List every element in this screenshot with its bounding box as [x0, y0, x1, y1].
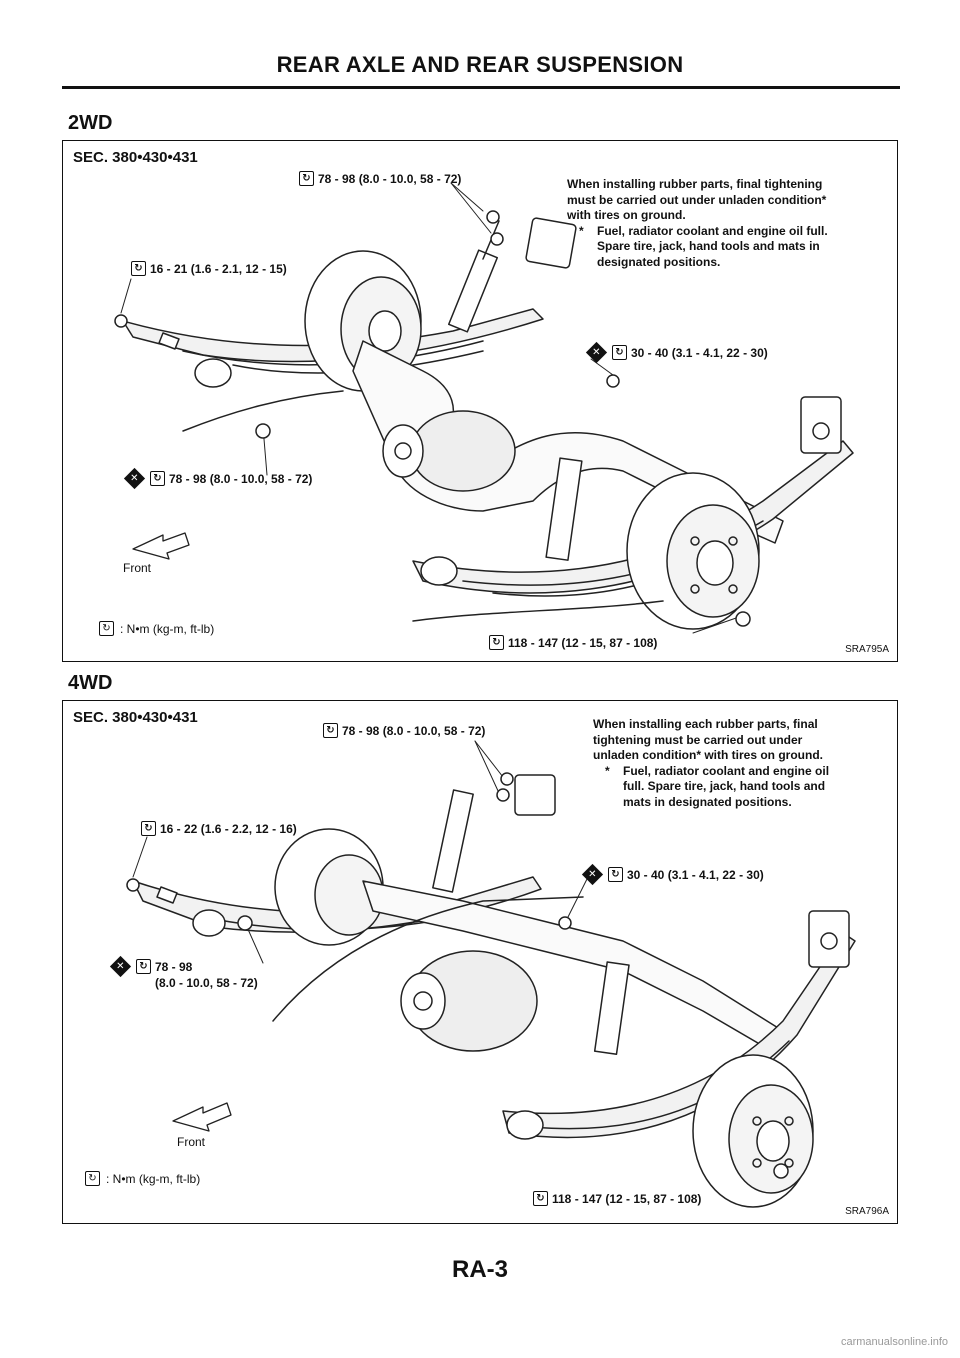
torque-value: 78 - 98 (8.0 - 10.0, 58 - 72)	[342, 723, 486, 738]
footnote: * Fuel, radiator coolant and engine oil	[593, 764, 829, 780]
torque-legend-2wd: ↻ : N•m (kg-m, ft-lb)	[99, 621, 214, 636]
note-line: tightening must be carried out under	[593, 732, 803, 747]
figure-code-4wd: SRA796A	[845, 1206, 889, 1217]
torque-wrench-icon: ↻	[136, 959, 151, 974]
torque-wrench-icon: ↻	[608, 867, 623, 882]
footnote-star: *	[605, 763, 610, 778]
torque-wrench-icon: ↻	[489, 635, 504, 650]
front-direction-label-2wd: Front	[123, 561, 152, 575]
torque-callout-wheel-nut-2wd: ↻ 118 - 147 (12 - 15, 87 - 108)	[489, 635, 657, 650]
installation-note-2wd: When installing rubber parts, final tigh…	[567, 177, 828, 270]
torque-value: 118 - 147 (12 - 15, 87 - 108)	[508, 635, 658, 650]
footnote-line: full. Spare tire, jack, hand tools and	[623, 779, 826, 793]
torque-callout-wheel-nut-4wd: ↻ 118 - 147 (12 - 15, 87 - 108)	[533, 1191, 701, 1206]
front-direction-label-4wd: Front	[177, 1135, 206, 1149]
diagram-panel-2wd: SEC. 380•430•431 ↻ 78 - 98 (8.0 - 10.0, …	[62, 140, 898, 662]
note-line: must be carried out under unladen condit…	[567, 192, 827, 207]
footnote-line: designated positions.	[597, 254, 721, 269]
figure-code-2wd: SRA795A	[845, 644, 889, 655]
torque-value: 16 - 21 (1.6 - 2.1, 12 - 15)	[150, 261, 287, 276]
do-not-reuse-icon: ✕	[109, 955, 132, 978]
torque-value: 30 - 40 (3.1 - 4.1, 22 - 30)	[627, 867, 764, 882]
do-not-reuse-icon: ✕	[123, 467, 146, 490]
legend-text: : N•m (kg-m, ft-lb)	[120, 621, 215, 636]
torque-callout-shock-lower-2wd: ↻ 16 - 21 (1.6 - 2.1, 12 - 15)	[131, 261, 287, 276]
torque-value: 78 - 98 (8.0 - 10.0, 58 - 72)	[318, 171, 462, 186]
watermark: carmanualsonline.info	[840, 1336, 948, 1348]
torque-value: 16 - 22 (1.6 - 2.2, 12 - 16)	[160, 821, 297, 836]
note-line: with tires on ground.	[567, 208, 686, 222]
torque-legend-4wd: ↻ : N•m (kg-m, ft-lb)	[85, 1171, 200, 1186]
do-not-reuse-icon: ✕	[585, 341, 608, 364]
torque-wrench-icon: ↻	[99, 621, 114, 636]
note-line: When installing rubber parts, final tigh…	[567, 177, 823, 191]
torque-callout-ubolt-nut-2wd: ✕ ↻ 30 - 40 (3.1 - 4.1, 22 - 30)	[585, 341, 768, 364]
footnote-line: mats in designated positions.	[623, 794, 792, 809]
torque-value: 78 - 98 (8.0 - 10.0, 58 - 72)	[169, 471, 313, 486]
footnote-star: *	[579, 223, 584, 238]
torque-wrench-icon: ↻	[299, 171, 314, 186]
diagram-panel-4wd: SEC. 380•430•431 ↻ 78 - 98 (8.0 - 10.0, …	[62, 700, 898, 1224]
note-line: unladen condition* with tires on ground.	[593, 748, 823, 762]
page-header: REAR AXLE AND REAR SUSPENSION	[276, 52, 684, 77]
do-not-reuse-icon: ✕	[581, 863, 604, 886]
torque-callout-shock-upper-4wd: ↻ 78 - 98 (8.0 - 10.0, 58 - 72)	[323, 723, 485, 738]
footnote-line: Spare tire, jack, hand tools and mats in	[597, 239, 820, 253]
torque-wrench-icon: ↻	[323, 723, 338, 738]
rear-axle-illustration-2wd	[114, 182, 854, 634]
torque-value: 118 - 147 (12 - 15, 87 - 108)	[552, 1191, 702, 1206]
torque-value: 30 - 40 (3.1 - 4.1, 22 - 30)	[631, 345, 768, 360]
torque-callout-ubolt-nut-4wd: ✕ ↻ 30 - 40 (3.1 - 4.1, 22 - 30)	[581, 863, 764, 886]
torque-callout-spring-bolt-2wd: ✕ ↻ 78 - 98 (8.0 - 10.0, 58 - 72)	[123, 467, 313, 490]
section-code-4wd: SEC. 380•430•431	[73, 709, 198, 726]
torque-callout-spring-bolt-4wd: ✕ ↻ 78 - 98 (8.0 - 10.0, 58 - 72)	[109, 955, 258, 991]
torque-wrench-icon: ↻	[85, 1171, 100, 1186]
section-heading-2wd: 2WD	[68, 112, 113, 134]
installation-note-4wd: When installing each rubber parts, final…	[593, 717, 829, 810]
legend-text: : N•m (kg-m, ft-lb)	[106, 1171, 201, 1186]
rear-axle-illustration-4wd	[126, 740, 856, 1208]
footnote: * Fuel, radiator coolant and engine oil f…	[567, 224, 828, 240]
footnote-line: Fuel, radiator coolant and engine oil	[623, 763, 830, 778]
torque-value: 78 - 98	[155, 960, 193, 974]
torque-wrench-icon: ↻	[612, 345, 627, 360]
section-code-2wd: SEC. 380•430•431	[73, 149, 198, 166]
torque-value: (8.0 - 10.0, 58 - 72)	[155, 976, 258, 990]
footnote-line: Fuel, radiator coolant and engine oil fu…	[597, 223, 828, 238]
section-heading-4wd: 4WD	[68, 672, 113, 694]
torque-wrench-icon: ↻	[150, 471, 165, 486]
note-line: When installing each rubber parts, final	[593, 717, 818, 731]
torque-wrench-icon: ↻	[131, 261, 146, 276]
torque-callout-shock-upper-2wd: ↻ 78 - 98 (8.0 - 10.0, 58 - 72)	[299, 171, 461, 186]
torque-callout-shock-lower-4wd: ↻ 16 - 22 (1.6 - 2.2, 12 - 16)	[141, 821, 297, 836]
torque-wrench-icon: ↻	[141, 821, 156, 836]
page-number: RA-3	[451, 1256, 508, 1283]
header-rule	[62, 86, 900, 89]
torque-wrench-icon: ↻	[533, 1191, 548, 1206]
